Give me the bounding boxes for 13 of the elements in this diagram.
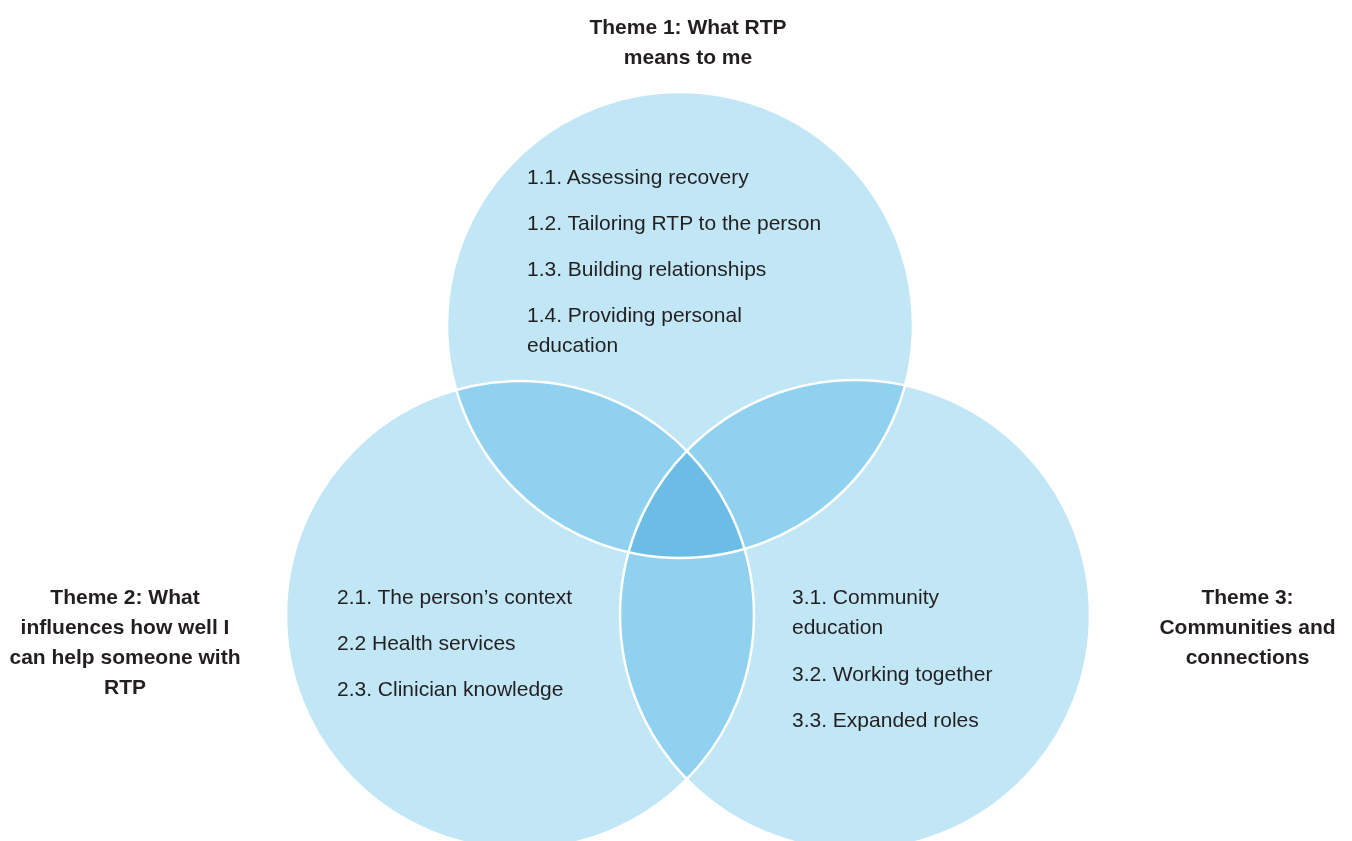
subtheme-text: 3.2. Working together <box>792 661 994 687</box>
subtheme-text: 2.2 Health services <box>337 630 517 656</box>
subtheme-text: 3.1. Community education <box>792 584 941 640</box>
subtheme-text: 1.3. Building relationships <box>527 256 768 282</box>
subtheme-text: 2.3. Clinician knowledge <box>337 676 565 702</box>
theme-heading: Theme 1: What RTP means to me <box>588 14 788 70</box>
subtheme-text: 1.2. Tailoring RTP to the person <box>527 210 823 236</box>
subtheme-text: 3.3. Expanded roles <box>792 707 980 733</box>
theme-heading: Theme 3: Communities and connections <box>1158 584 1337 670</box>
subtheme-text: 2.1. The person’s context <box>337 584 574 610</box>
subtheme-text: 1.1. Assessing recovery <box>527 164 750 190</box>
subtheme-text: 1.4. Providing personal education <box>527 302 743 358</box>
theme-heading: Theme 2: What influences how well I can help someone with RTP <box>8 584 242 700</box>
